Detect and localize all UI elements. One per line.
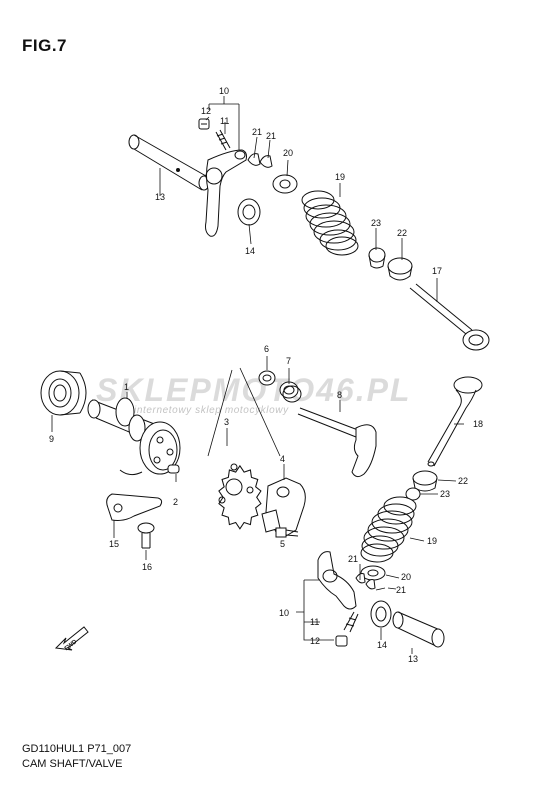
lever-screw	[137, 522, 155, 549]
adjust-screw-lower	[343, 611, 359, 633]
callout-6: 6	[264, 344, 269, 354]
callout-3: 3	[224, 417, 229, 427]
valve-spring-upper	[301, 190, 359, 256]
decomp-weight	[261, 477, 306, 537]
decomp-spring	[279, 381, 302, 403]
dowel-pin	[167, 464, 180, 474]
sprocket-bolt	[275, 527, 299, 538]
callout-1: 1	[124, 382, 129, 392]
callout-13-upper: 13	[155, 192, 165, 202]
adjust-nut-upper	[198, 118, 210, 130]
spring-seat-upper	[387, 257, 413, 281]
camshaft	[87, 397, 181, 476]
camshaft-bearing	[40, 370, 87, 416]
intake-valve	[409, 283, 490, 351]
callout-12-upper: 12	[201, 106, 211, 116]
stem-seal-upper	[368, 247, 386, 269]
figure-name: CAM SHAFT/VALVE	[22, 758, 123, 770]
callout-17: 17	[432, 266, 442, 276]
adjust-screw-upper	[215, 129, 231, 151]
callout-22-upper: 22	[397, 228, 407, 238]
rocker-arm-upper	[205, 149, 247, 237]
callout-11-lower: 11	[310, 617, 319, 627]
callout-23-lower: 23	[440, 489, 450, 499]
callout-7: 7	[286, 356, 291, 366]
callout-19-lower: 19	[427, 536, 437, 546]
valve-cotter-upper	[247, 153, 273, 168]
callout-20-lower: 20	[401, 572, 411, 582]
cam-sprocket	[218, 463, 262, 530]
rocker-washer-lower	[370, 600, 392, 628]
valve-cotter-lower	[355, 573, 376, 590]
callout-2: 2	[173, 497, 178, 507]
rocker-washer-upper	[237, 198, 261, 226]
callout-23-upper: 23	[371, 218, 381, 228]
callout-12-lower: 12	[310, 636, 320, 646]
callout-9: 9	[49, 434, 54, 444]
callout-21-d: 21	[396, 585, 406, 595]
fwd-arrow-icon	[54, 626, 89, 651]
callout-16: 16	[142, 562, 152, 572]
adjust-nut-lower	[335, 635, 348, 647]
callout-11-upper: 11	[220, 116, 229, 126]
callout-21-b: 21	[266, 131, 276, 141]
spring-seat-lower	[412, 470, 438, 492]
figure-title: FIG.7	[22, 36, 68, 55]
callout-15: 15	[109, 539, 119, 549]
rocker-arm-lower	[317, 551, 357, 610]
watermark: SKLEPMOTO46.PL internetowy sklep motocyk…	[96, 372, 426, 418]
callout-20-upper: 20	[283, 148, 293, 158]
circlip	[258, 370, 276, 386]
decomp-shaft	[297, 407, 377, 478]
callout-14-lower: 14	[377, 640, 387, 650]
watermark-main-text: SKLEPMOTO46.PL	[96, 372, 412, 408]
callout-21-a: 21	[252, 127, 262, 137]
valve-spring-lower	[360, 496, 417, 563]
callout-21-c: 21	[348, 554, 358, 564]
watermark-sub-text: internetowy sklep motocyklowy	[134, 405, 289, 416]
callout-18: 18	[473, 419, 483, 429]
figure-code: GD110HUL1 P71_007	[22, 743, 132, 755]
callout-10-upper: 10	[219, 86, 229, 96]
rocker-shaft-lower	[392, 611, 445, 648]
exhaust-valve	[427, 376, 483, 467]
spring-retainer-upper	[272, 174, 298, 194]
callout-13-lower: 13	[408, 654, 418, 664]
callout-10-lower: 10	[279, 608, 289, 618]
decomp-lever	[106, 493, 163, 521]
callout-14-upper: 14	[245, 246, 255, 256]
rocker-shaft-upper	[128, 134, 210, 191]
callout-5: 5	[280, 539, 285, 549]
callout-8: 8	[337, 390, 342, 400]
callout-19-upper: 19	[335, 172, 345, 182]
callout-22-lower: 22	[458, 476, 468, 486]
callout-4: 4	[280, 454, 285, 464]
